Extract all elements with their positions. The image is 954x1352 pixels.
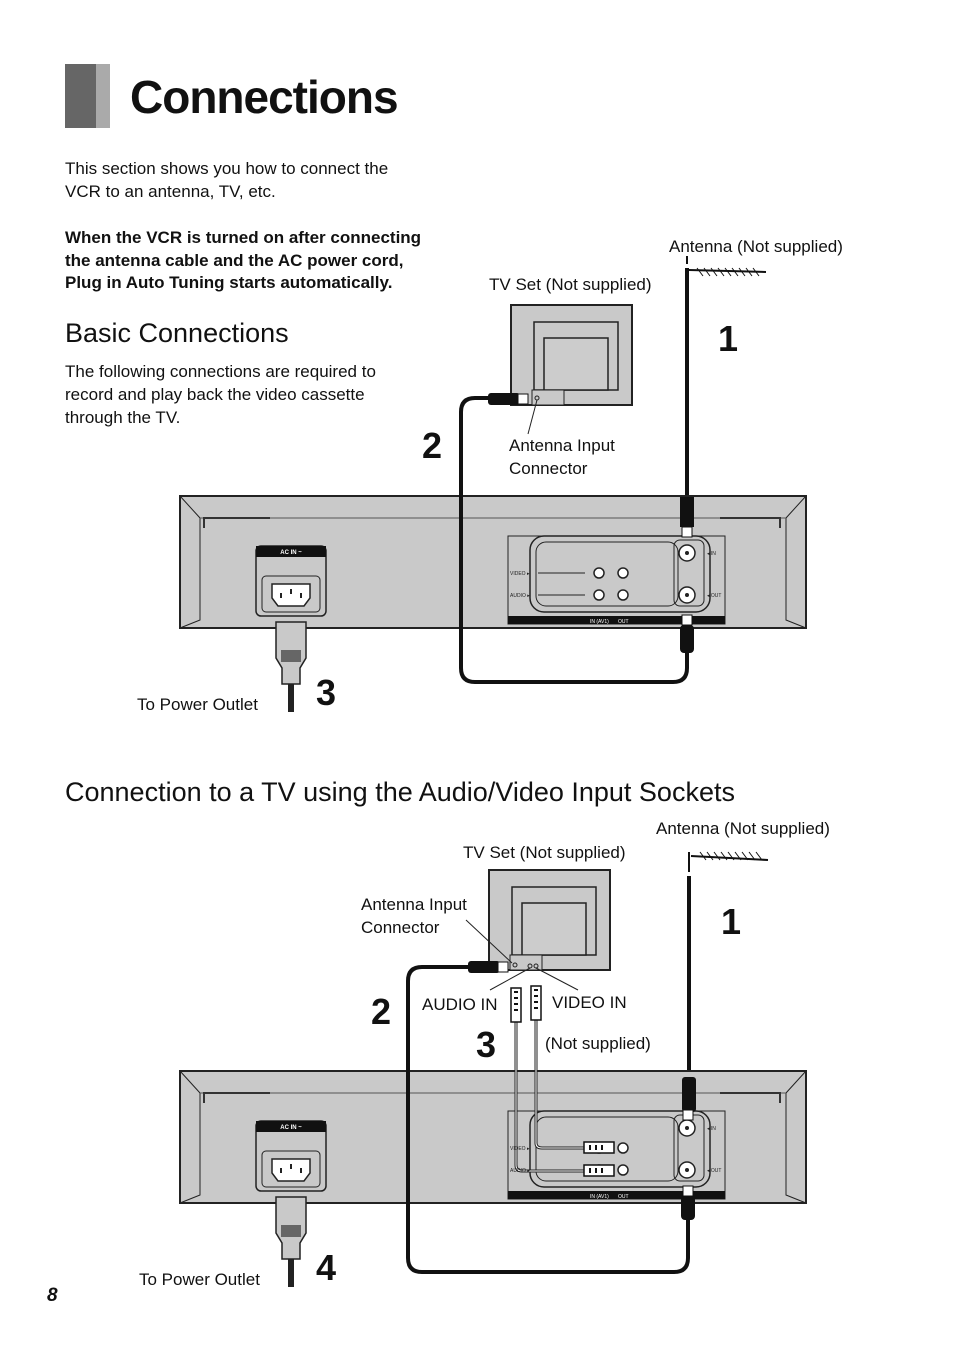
svg-text:◂ OUT: ◂ OUT — [707, 1168, 721, 1174]
ac-in-label: AC IN ~ — [280, 1125, 302, 1131]
tv-label: TV Set (Not supplied) — [489, 275, 652, 294]
antenna-input-label: Connector — [361, 918, 440, 937]
step-1: 1 — [721, 901, 742, 942]
note-line: the antenna cable and the AC power cord, — [65, 251, 404, 270]
antenna-icon — [688, 852, 769, 872]
svg-text:IN (AV1): IN (AV1) — [590, 1194, 609, 1200]
step-4: 4 — [316, 1247, 337, 1288]
rf-cable — [459, 396, 689, 684]
page-number: 8 — [47, 1285, 58, 1306]
intro-line: VCR to an antenna, TV, etc. — [65, 182, 276, 201]
audio-in-label: AUDIO IN — [422, 995, 498, 1014]
title-bar-dark — [65, 64, 96, 128]
svg-text:AUDIO ▸: AUDIO ▸ — [510, 1168, 530, 1174]
power-label: To Power Outlet — [137, 695, 258, 714]
vcr-panel-labels: AC IN ~ AC IN ~ VIDEO ▸ AUDIO ▸ IN (AV1) O… — [280, 550, 721, 1200]
av-heading: Connection to a TV using the Audio/Video… — [65, 777, 735, 807]
step-1: 1 — [718, 318, 739, 359]
basic-text: through the TV. — [65, 408, 181, 427]
svg-text:◂ OUT: ◂ OUT — [707, 593, 721, 599]
step-2: 2 — [371, 991, 392, 1032]
svg-text:AUDIO ▸: AUDIO ▸ — [510, 593, 530, 599]
ac-in-label: AC IN ~ — [280, 550, 302, 556]
basic-connection-diagram — [179, 256, 807, 712]
basic-text: The following connections are required t… — [65, 362, 376, 381]
svg-text:VIDEO ▸: VIDEO ▸ — [510, 1146, 530, 1152]
svg-text:◂ IN: ◂ IN — [707, 1126, 716, 1132]
step-3: 3 — [476, 1024, 497, 1065]
rf-cable — [406, 965, 690, 1274]
antenna-label: Antenna (Not supplied) — [669, 237, 843, 256]
svg-text:IN (AV1): IN (AV1) — [590, 619, 609, 625]
svg-text:OUT: OUT — [618, 1194, 629, 1200]
video-in-label: VIDEO IN — [552, 993, 627, 1012]
antenna-input-label: Antenna Input — [509, 436, 615, 455]
intro-line: This section shows you how to connect th… — [65, 159, 389, 178]
basic-text: record and play back the video cassette — [65, 385, 365, 404]
tv-label: TV Set (Not supplied) — [463, 843, 626, 862]
antenna-label: Antenna (Not supplied) — [656, 819, 830, 838]
note-line: Plug in Auto Tuning starts automatically… — [65, 273, 393, 292]
antenna-input-label: Connector — [509, 459, 588, 478]
page-title: Connections — [130, 71, 399, 123]
svg-text:VIDEO ▸: VIDEO ▸ — [510, 571, 530, 577]
not-supplied-label: (Not supplied) — [545, 1034, 651, 1053]
av-connection-diagram — [179, 851, 807, 1287]
vcr-rear-panel — [179, 1070, 807, 1204]
vcr-rear-panel — [179, 495, 807, 629]
title-bar-light — [96, 64, 110, 128]
svg-text:OUT: OUT — [618, 619, 629, 625]
power-label: To Power Outlet — [139, 1270, 260, 1289]
step-3: 3 — [316, 672, 337, 713]
basic-heading: Basic Connections — [65, 318, 289, 348]
svg-text:◂ IN: ◂ IN — [707, 551, 716, 557]
antenna-input-label: Antenna Input — [361, 895, 467, 914]
step-2: 2 — [422, 425, 443, 466]
note-line: When the VCR is turned on after connecti… — [65, 228, 422, 247]
